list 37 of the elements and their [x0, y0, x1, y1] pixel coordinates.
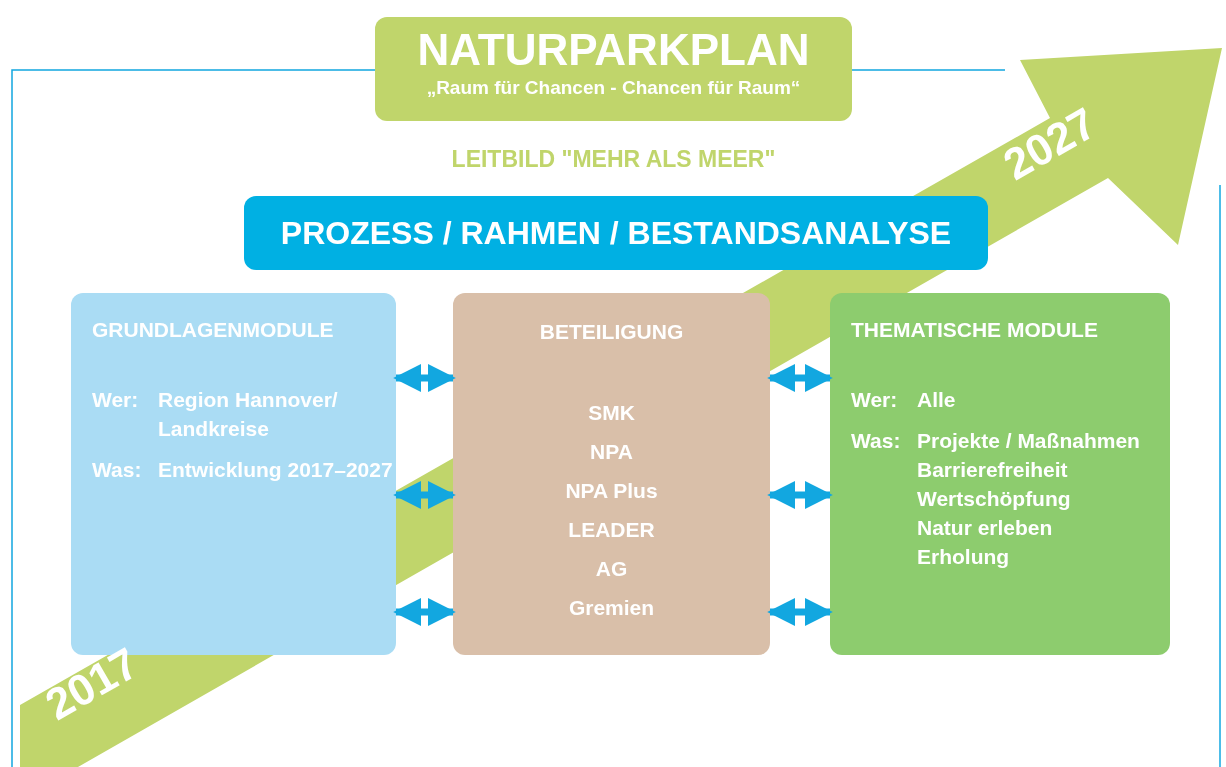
heading: THEMATISCHE MODULE [851, 317, 1099, 343]
field-label: Was: [851, 428, 902, 454]
list-item: Gremien [567, 595, 656, 621]
year-label: 2017 [37, 637, 147, 730]
double-arrow [767, 598, 833, 626]
double-arrow [393, 598, 456, 626]
double-arrow [393, 364, 456, 392]
title-box [375, 17, 852, 121]
field-value: Projekte / Maßnahmen [917, 428, 1141, 454]
double-arrow [393, 481, 456, 509]
double-arrow [767, 364, 833, 392]
module-box [830, 293, 1170, 655]
list-item: AG [594, 556, 629, 582]
field-label: Was: [92, 457, 143, 483]
field-value: Erholung [917, 544, 1011, 570]
field-value: Entwicklung 2017–2027 [158, 457, 394, 483]
heading: BETEILIGUNG [538, 319, 685, 345]
list-item: NPA Plus [564, 478, 659, 504]
subtitle: „Raum für Chancen - Chancen für Raum“ [425, 76, 802, 100]
field-value: Barrierefreiheit [917, 457, 1069, 483]
list-item: NPA [589, 439, 634, 465]
field-label: Wer: [92, 387, 140, 413]
title: NATURPARKPLAN [416, 25, 811, 75]
list-item: SMK [587, 400, 636, 426]
field-value: Natur erleben [917, 515, 1054, 541]
field-label: Wer: [851, 387, 899, 413]
participation-box [453, 293, 770, 655]
double-arrow [767, 481, 833, 509]
field-value: Alle [917, 387, 957, 413]
year-label: 2027 [995, 97, 1105, 190]
heading: GRUNDLAGENMODULE [92, 317, 335, 343]
process-banner [244, 196, 988, 270]
heading: PROZESS / RAHMEN / BESTANDSANALYSE [279, 214, 953, 253]
field-value: Wertschöpfung [917, 486, 1072, 512]
motto: LEITBILD "MEHR ALS MEER" [450, 146, 777, 173]
list-item: LEADER [567, 517, 656, 543]
field-value: Region Hannover/ Landkreise [158, 387, 339, 442]
